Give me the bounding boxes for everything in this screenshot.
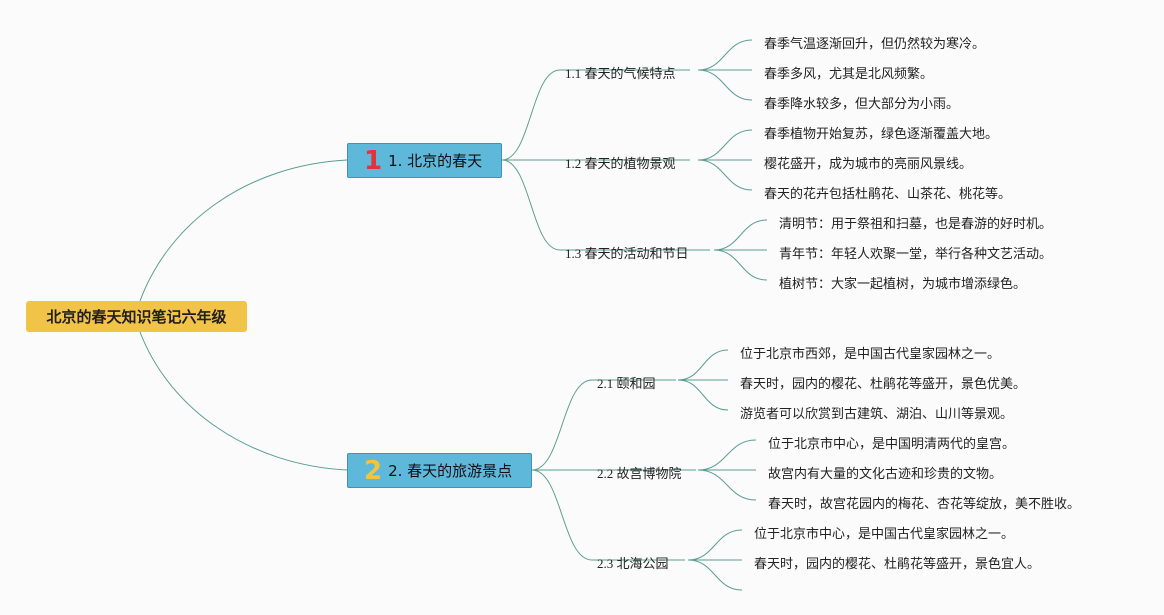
leaf-connector-line [687,559,743,591]
leaf-item[interactable]: 春天时，园内的樱花、杜鹃花等盛开，景色宜人。 [754,557,1041,572]
leaf-item[interactable]: 樱花盛开，成为城市的亮丽风景线。 [764,157,973,172]
leaf-connector-line [697,439,757,471]
leaf-item[interactable]: 春季多风，尤其是北风频繁。 [764,67,934,82]
subtopic-activities[interactable]: 1.3 春天的活动和节日 [565,246,689,261]
leaf-item[interactable]: 植树节：大家一起植树，为城市增添绿色。 [779,277,1027,292]
priority-2-icon: 2 [364,455,383,486]
leaf-item[interactable]: 春天时，园内的樱花、杜鹃花等盛开，景色优美。 [740,377,1027,392]
leaf-connector-line [687,529,743,561]
leaf-item[interactable]: 春季气温逐渐回升，但仍然较为寒冷。 [764,37,986,52]
branch-title: 2. 春天的旅游景点 [388,462,513,480]
leaf-item[interactable]: 清明节：用于祭祖和扫墓，也是春游的好时机。 [779,217,1053,232]
subtopic-beihai-park[interactable]: 2.3 北海公园 [597,556,669,571]
root-to-branch-2-line [139,331,348,471]
leaf-item[interactable]: 春天时，故宫花园内的梅花、杏花等绽放，美不胜收。 [768,497,1081,512]
leaf-connector-line [713,249,768,281]
leaf-connector-line [697,129,753,161]
leaf-connector-line [697,159,753,191]
branch-2-sub-line [531,469,593,561]
root-title: 北京的春天知识笔记六年级 [46,308,227,326]
leaf-connector-line [697,69,753,101]
root-to-branch-1-line [139,159,348,302]
branch-1-sub-line [501,159,561,251]
branch-2-sub-line [531,379,593,471]
leaf-connector-line [697,469,757,501]
leaf-item[interactable]: 位于北京市西郊，是中国古代皇家园林之一。 [740,347,1001,362]
priority-1-icon: 1 [364,145,383,176]
leaf-item[interactable]: 故宫内有大量的文化古迹和珍贵的文物。 [768,467,1003,482]
leaf-item[interactable]: 游览者可以欣赏到古建筑、湖泊、山川等景观。 [740,407,1014,422]
leaf-item[interactable]: 位于北京市中心，是中国古代皇家园林之一。 [754,527,1015,542]
subtopic-plants[interactable]: 1.2 春天的植物景观 [565,156,676,171]
branch-spring-beijing[interactable]: 1 1. 北京的春天 [347,143,502,178]
root-topic[interactable]: 北京的春天知识笔记六年级 [26,301,247,332]
leaf-item[interactable]: 位于北京市中心，是中国明清两代的皇宫。 [768,437,1016,452]
leaf-connector-line [697,39,753,71]
leaf-connector-line [713,219,768,251]
leaf-item[interactable]: 青年节：年轻人欢聚一堂，举行各种文艺活动。 [779,247,1053,262]
leaf-connector-line [677,349,729,381]
branch-tourist-spots[interactable]: 2 2. 春天的旅游景点 [347,453,532,488]
leaf-connector-line [677,379,729,411]
subtopic-summer-palace[interactable]: 2.1 颐和园 [597,376,656,391]
leaf-item[interactable]: 春天的花卉包括杜鹃花、山茶花、桃花等。 [764,187,1012,202]
leaf-item[interactable]: 春季植物开始复苏，绿色逐渐覆盖大地。 [764,127,999,142]
branch-title: 1. 北京的春天 [388,152,483,170]
subtopic-palace-museum[interactable]: 2.2 故宫博物院 [597,466,682,481]
subtopic-climate[interactable]: 1.1 春天的气候特点 [565,66,676,81]
leaf-item[interactable]: 春季降水较多，但大部分为小雨。 [764,97,960,112]
branch-1-sub-line [501,69,561,161]
